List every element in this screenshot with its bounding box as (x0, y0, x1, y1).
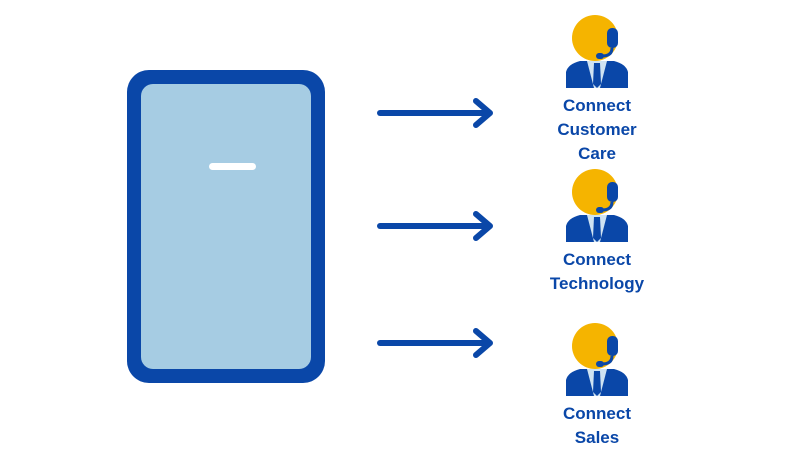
customer-agent-headset-icon (566, 323, 628, 396)
destination-label: Connect Customer Care (557, 96, 637, 163)
arrow-right-icon (377, 98, 493, 128)
customer-agent-headset-icon (566, 169, 628, 242)
destination-sales: Connect Sales (537, 322, 657, 450)
destination-customer-care: Connect Customer Care (537, 14, 657, 166)
customer-agent-headset-icon (566, 15, 628, 88)
arrow-right-icon (377, 328, 493, 358)
smartphone-icon (127, 70, 325, 383)
destination-technology: Connect Technology (537, 168, 657, 296)
destination-label: Connect Technology (549, 250, 645, 293)
phone-speaker (209, 163, 256, 170)
destination-label: Connect Sales (563, 404, 631, 447)
phone-screen (141, 84, 311, 369)
arrow-right-icon (377, 211, 493, 241)
